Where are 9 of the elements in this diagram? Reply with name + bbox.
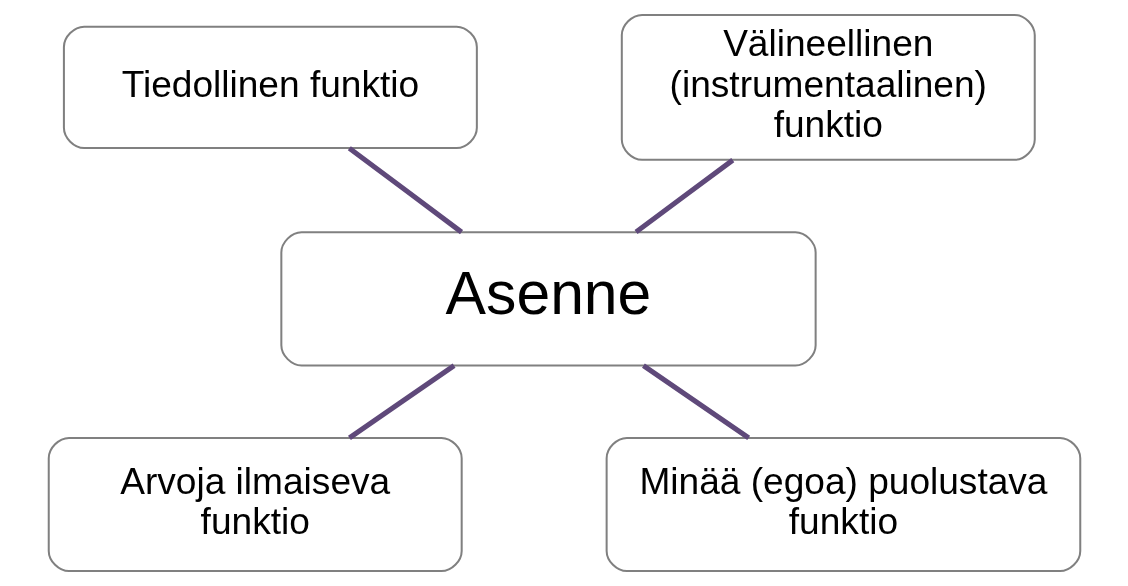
connector <box>347 363 455 440</box>
node-box: Välineellinen (instrumentaalinen) funktio <box>620 13 1036 161</box>
connector <box>641 363 750 440</box>
node-box: Arvoja ilmaiseva funktio <box>47 436 463 573</box>
node-box: Tiedollinen funktio <box>62 25 478 150</box>
connector <box>347 146 463 235</box>
connector <box>634 158 734 235</box>
node-box: Asenne <box>279 231 817 367</box>
node-box: Minää (egoa) puolustava funktio <box>605 436 1081 573</box>
